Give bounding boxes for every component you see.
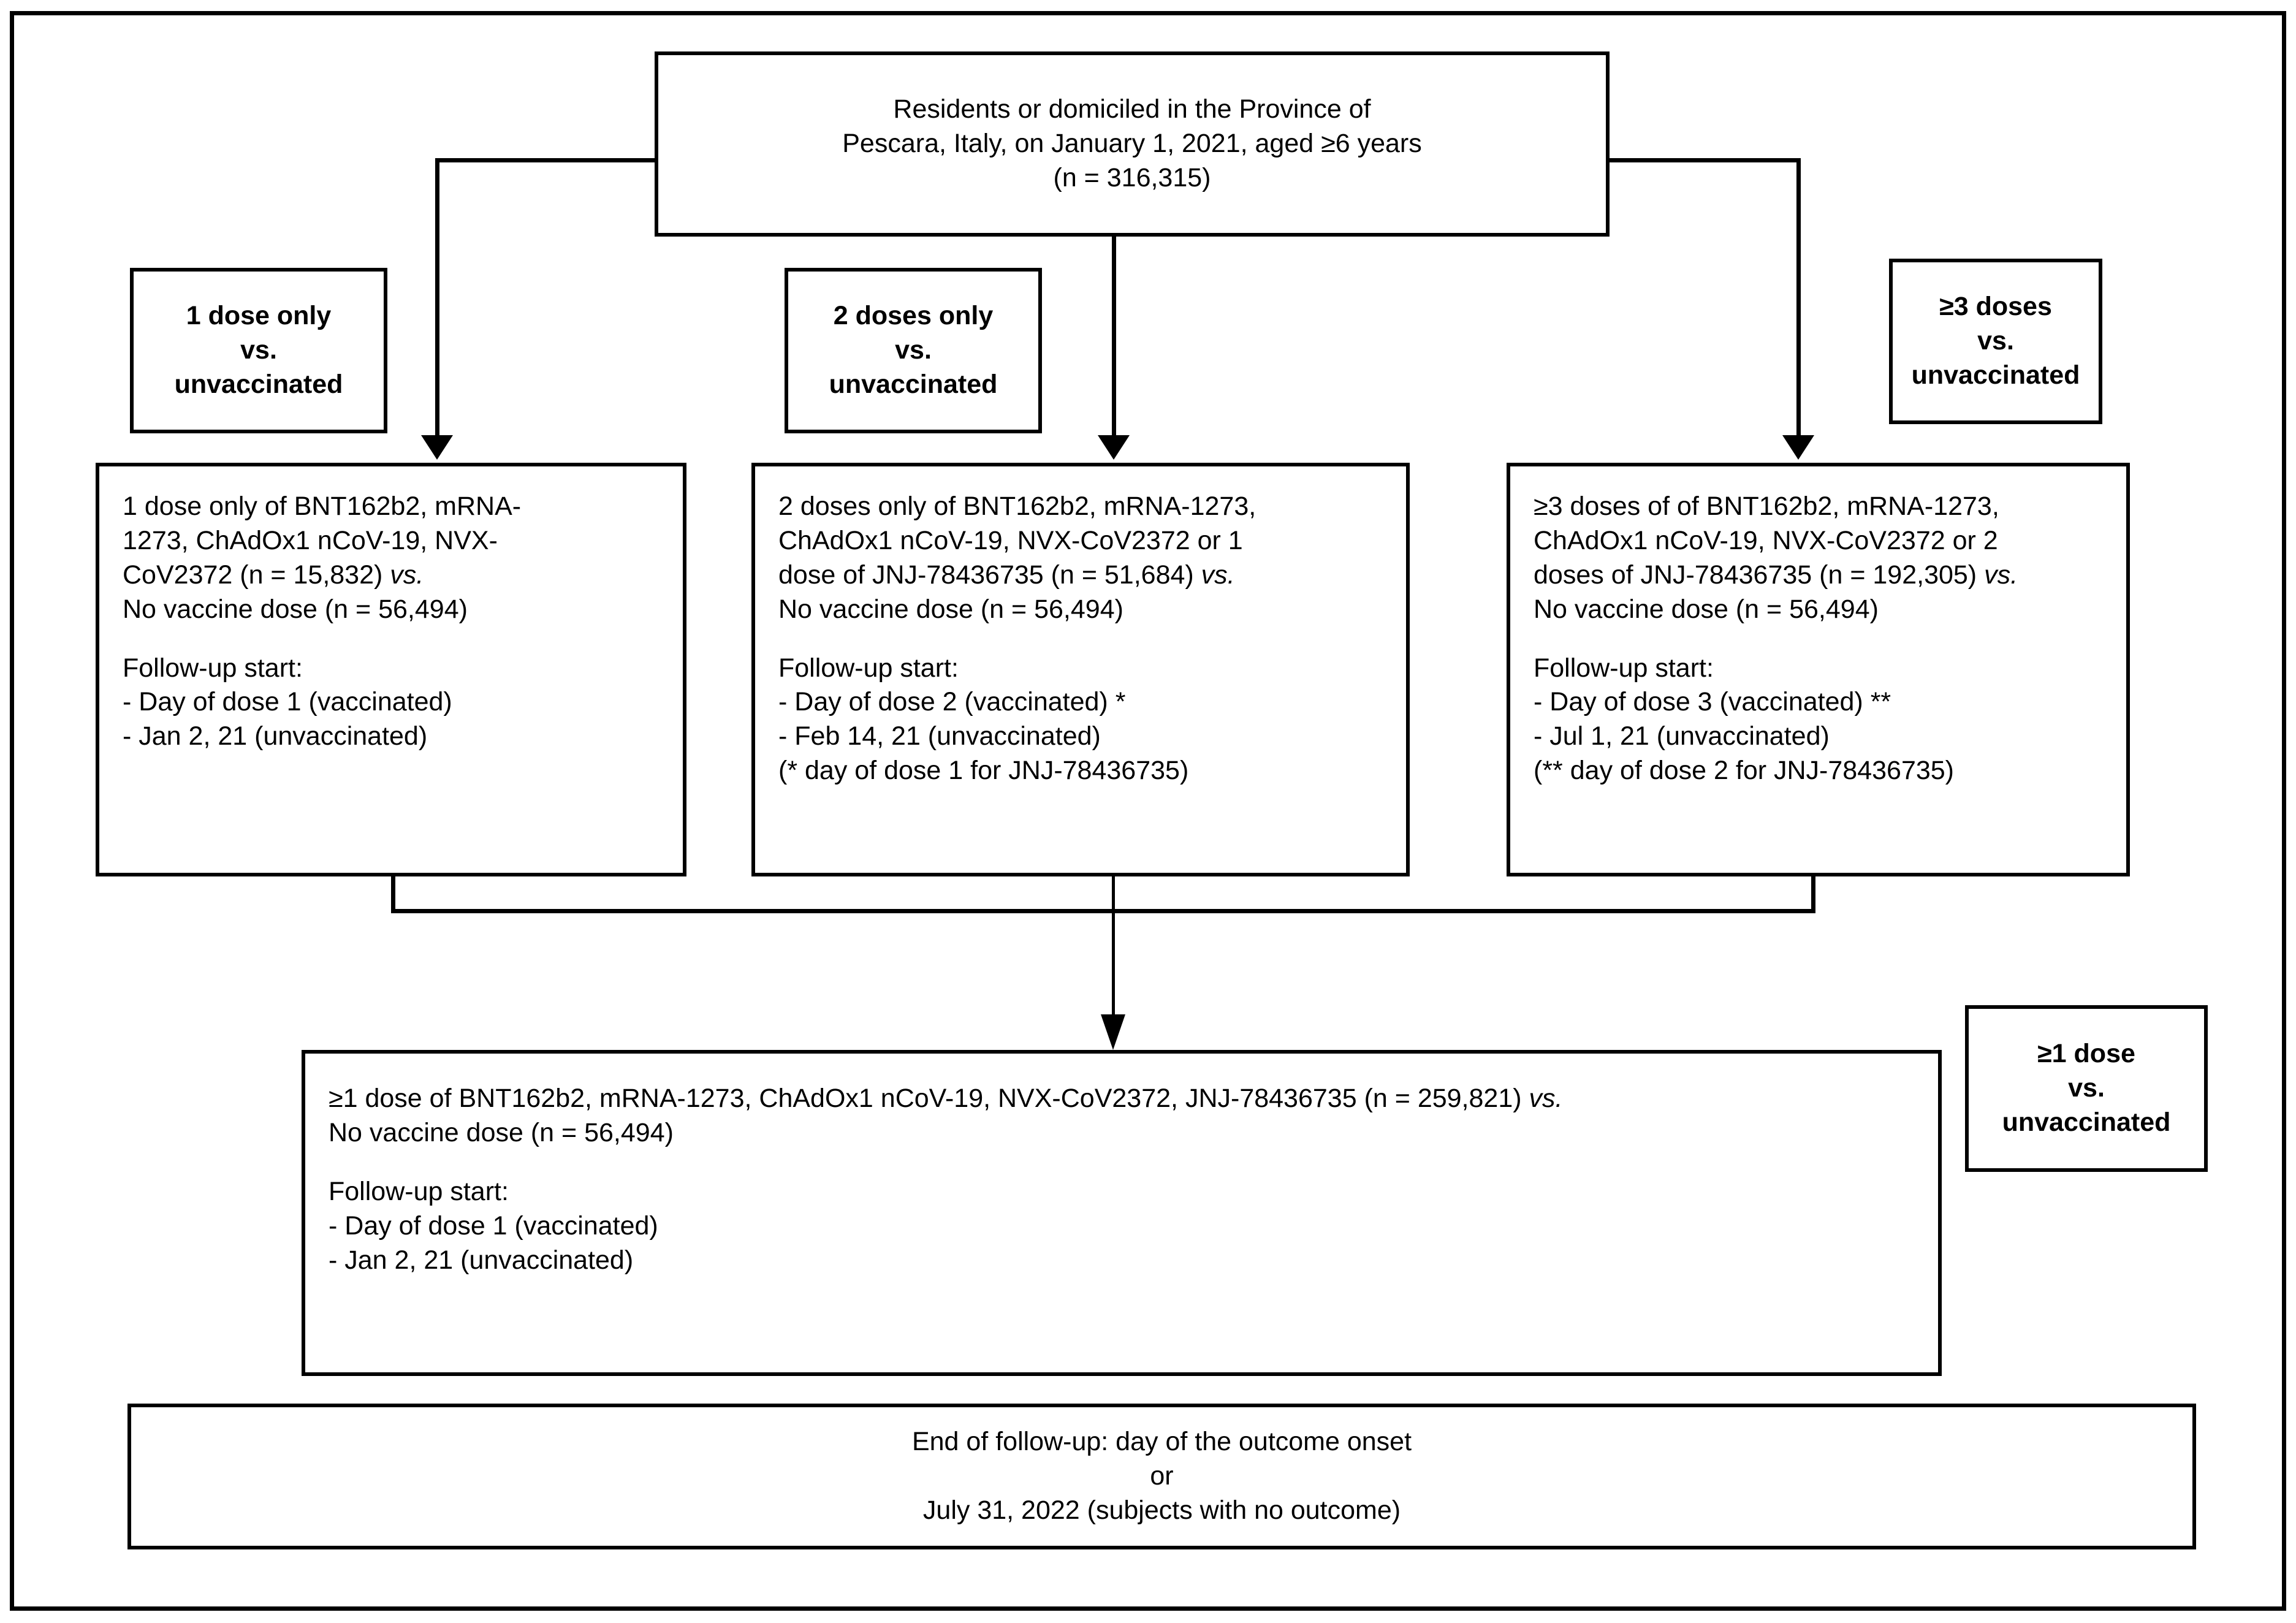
three-doses-followup-item-2: - Jul 1, 21 (unvaccinated) bbox=[1534, 721, 1830, 751]
arrow-to-one-plus-box bbox=[1101, 1014, 1125, 1050]
arm-box-one-plus-dose: ≥1 dose of BNT162b2, mRNA-1273, ChAdOx1 … bbox=[302, 1050, 1942, 1376]
three-doses-followup-item-1: - Day of dose 3 (vaccinated) ** bbox=[1534, 687, 1891, 717]
label-two-doses-line-3: unvaccinated bbox=[829, 369, 998, 399]
cohort-line-2: Pescara, Italy, on January 1, 2021, aged… bbox=[842, 129, 1422, 159]
label-three-doses-line-3: unvaccinated bbox=[1911, 360, 2080, 390]
end-followup-line-3: July 31, 2022 (subjects with no outcome) bbox=[922, 1495, 1401, 1525]
connector-left-horizontal bbox=[435, 158, 657, 162]
one-dose-def-line-3: CoV2372 (n = 15,832) vs. bbox=[123, 558, 424, 593]
cohort-line-3: (n = 316,315) bbox=[1053, 162, 1211, 192]
one-plus-def-line-1-text: ≥1 dose of BNT162b2, mRNA-1273, ChAdOx1 … bbox=[329, 1084, 1529, 1113]
merge-horizontal-bar bbox=[391, 909, 1815, 913]
three-doses-footnote: (** day of dose 2 for JNJ-78436735) bbox=[1534, 756, 1955, 786]
merge-stub-left bbox=[391, 876, 395, 913]
label-one-dose-line-2: vs. bbox=[240, 335, 277, 365]
label-one-plus-line-3: unvaccinated bbox=[2002, 1107, 2171, 1137]
arrow-to-one-dose-box bbox=[421, 435, 453, 460]
outer-frame bbox=[10, 11, 2286, 1611]
three-doses-def-line-3: doses of JNJ-78436735 (n = 192,305) vs. bbox=[1534, 558, 2018, 593]
two-doses-def-line-1: 2 doses only of BNT162b2, mRNA-1273, bbox=[778, 492, 1256, 521]
cohort-line-1: Residents or domiciled in the Province o… bbox=[893, 94, 1371, 124]
label-box-three-doses-vs-unvaccinated: ≥3 doses vs. unvaccinated bbox=[1889, 259, 2102, 424]
one-dose-followup-item-1: - Day of dose 1 (vaccinated) bbox=[123, 687, 452, 717]
one-dose-def-line-2: 1273, ChAdOx1 nCoV-19, NVX- bbox=[123, 525, 498, 555]
merge-stub-right bbox=[1811, 876, 1815, 913]
one-plus-comparator: No vaccine dose (n = 56,494) bbox=[329, 1117, 674, 1147]
label-two-doses-line-2: vs. bbox=[895, 335, 932, 365]
two-doses-followup-header: Follow-up start: bbox=[778, 653, 959, 683]
two-doses-vs-italic: vs. bbox=[1201, 560, 1235, 590]
one-dose-comparator: No vaccine dose (n = 56,494) bbox=[123, 594, 468, 624]
label-two-doses-line-1: 2 doses only bbox=[833, 301, 994, 331]
connector-center-vertical bbox=[1112, 237, 1116, 435]
two-doses-def-line-3: dose of JNJ-78436735 (n = 51,684) vs. bbox=[778, 558, 1235, 593]
three-doses-followup-header: Follow-up start: bbox=[1534, 653, 1714, 683]
arm-box-three-doses: ≥3 doses of of BNT162b2, mRNA-1273, ChAd… bbox=[1507, 463, 2130, 876]
arm-box-two-doses: 2 doses only of BNT162b2, mRNA-1273, ChA… bbox=[751, 463, 1410, 876]
arrow-to-two-doses-box bbox=[1098, 435, 1130, 460]
one-plus-followup-item-1: - Day of dose 1 (vaccinated) bbox=[329, 1211, 658, 1241]
one-dose-followup-item-2: - Jan 2, 21 (unvaccinated) bbox=[123, 721, 428, 751]
end-of-followup-box: End of follow-up: day of the outcome ons… bbox=[127, 1404, 2196, 1549]
merge-vertical-to-one-plus bbox=[1112, 876, 1115, 1024]
label-three-doses-line-1: ≥3 doses bbox=[1939, 292, 2052, 322]
one-plus-def-line-1: ≥1 dose of BNT162b2, mRNA-1273, ChAdOx1 … bbox=[329, 1082, 1562, 1116]
one-dose-def-line-3-text: CoV2372 (n = 15,832) bbox=[123, 560, 390, 590]
one-dose-vs-italic: vs. bbox=[390, 560, 424, 590]
label-one-plus-line-2: vs. bbox=[2068, 1073, 2105, 1103]
connector-right-vertical bbox=[1796, 158, 1801, 435]
two-doses-followup-item-2: - Feb 14, 21 (unvaccinated) bbox=[778, 721, 1101, 751]
end-followup-line-2: or bbox=[1150, 1461, 1174, 1491]
arrow-to-three-doses-box bbox=[1782, 435, 1814, 460]
connector-right-horizontal bbox=[1607, 158, 1801, 162]
two-doses-def-line-3-text: dose of JNJ-78436735 (n = 51,684) bbox=[778, 560, 1201, 590]
three-doses-comparator: No vaccine dose (n = 56,494) bbox=[1534, 594, 1879, 624]
one-plus-vs-italic: vs. bbox=[1529, 1084, 1563, 1113]
one-plus-followup-header: Follow-up start: bbox=[329, 1176, 509, 1206]
label-one-plus-line-1: ≥1 dose bbox=[2037, 1039, 2135, 1069]
label-box-one-plus-dose-vs-unvaccinated: ≥1 dose vs. unvaccinated bbox=[1965, 1005, 2208, 1172]
two-doses-comparator: No vaccine dose (n = 56,494) bbox=[778, 594, 1123, 624]
label-box-two-doses-vs-unvaccinated: 2 doses only vs. unvaccinated bbox=[785, 268, 1042, 433]
connector-left-vertical bbox=[435, 158, 439, 435]
two-doses-def-line-2: ChAdOx1 nCoV-19, NVX-CoV2372 or 1 bbox=[778, 525, 1243, 555]
label-three-doses-line-2: vs. bbox=[1977, 326, 2014, 356]
label-one-dose-line-1: 1 dose only bbox=[186, 301, 332, 331]
three-doses-def-line-1: ≥3 doses of of BNT162b2, mRNA-1273, bbox=[1534, 492, 1999, 521]
two-doses-footnote: (* day of dose 1 for JNJ-78436735) bbox=[778, 756, 1189, 786]
two-doses-followup-item-1: - Day of dose 2 (vaccinated) * bbox=[778, 687, 1126, 717]
arm-box-one-dose: 1 dose only of BNT162b2, mRNA- 1273, ChA… bbox=[96, 463, 686, 876]
cohort-source-box: Residents or domiciled in the Province o… bbox=[655, 51, 1610, 237]
three-doses-vs-italic: vs. bbox=[1984, 560, 2018, 590]
one-dose-followup-header: Follow-up start: bbox=[123, 653, 303, 683]
one-dose-def-line-1: 1 dose only of BNT162b2, mRNA- bbox=[123, 492, 522, 521]
one-plus-followup-item-2: - Jan 2, 21 (unvaccinated) bbox=[329, 1245, 634, 1275]
end-followup-line-1: End of follow-up: day of the outcome ons… bbox=[911, 1427, 1412, 1457]
label-one-dose-line-3: unvaccinated bbox=[174, 369, 343, 399]
label-box-one-dose-vs-unvaccinated: 1 dose only vs. unvaccinated bbox=[130, 268, 387, 433]
three-doses-def-line-3-text: doses of JNJ-78436735 (n = 192,305) bbox=[1534, 560, 1985, 590]
three-doses-def-line-2: ChAdOx1 nCoV-19, NVX-CoV2372 or 2 bbox=[1534, 525, 1998, 555]
